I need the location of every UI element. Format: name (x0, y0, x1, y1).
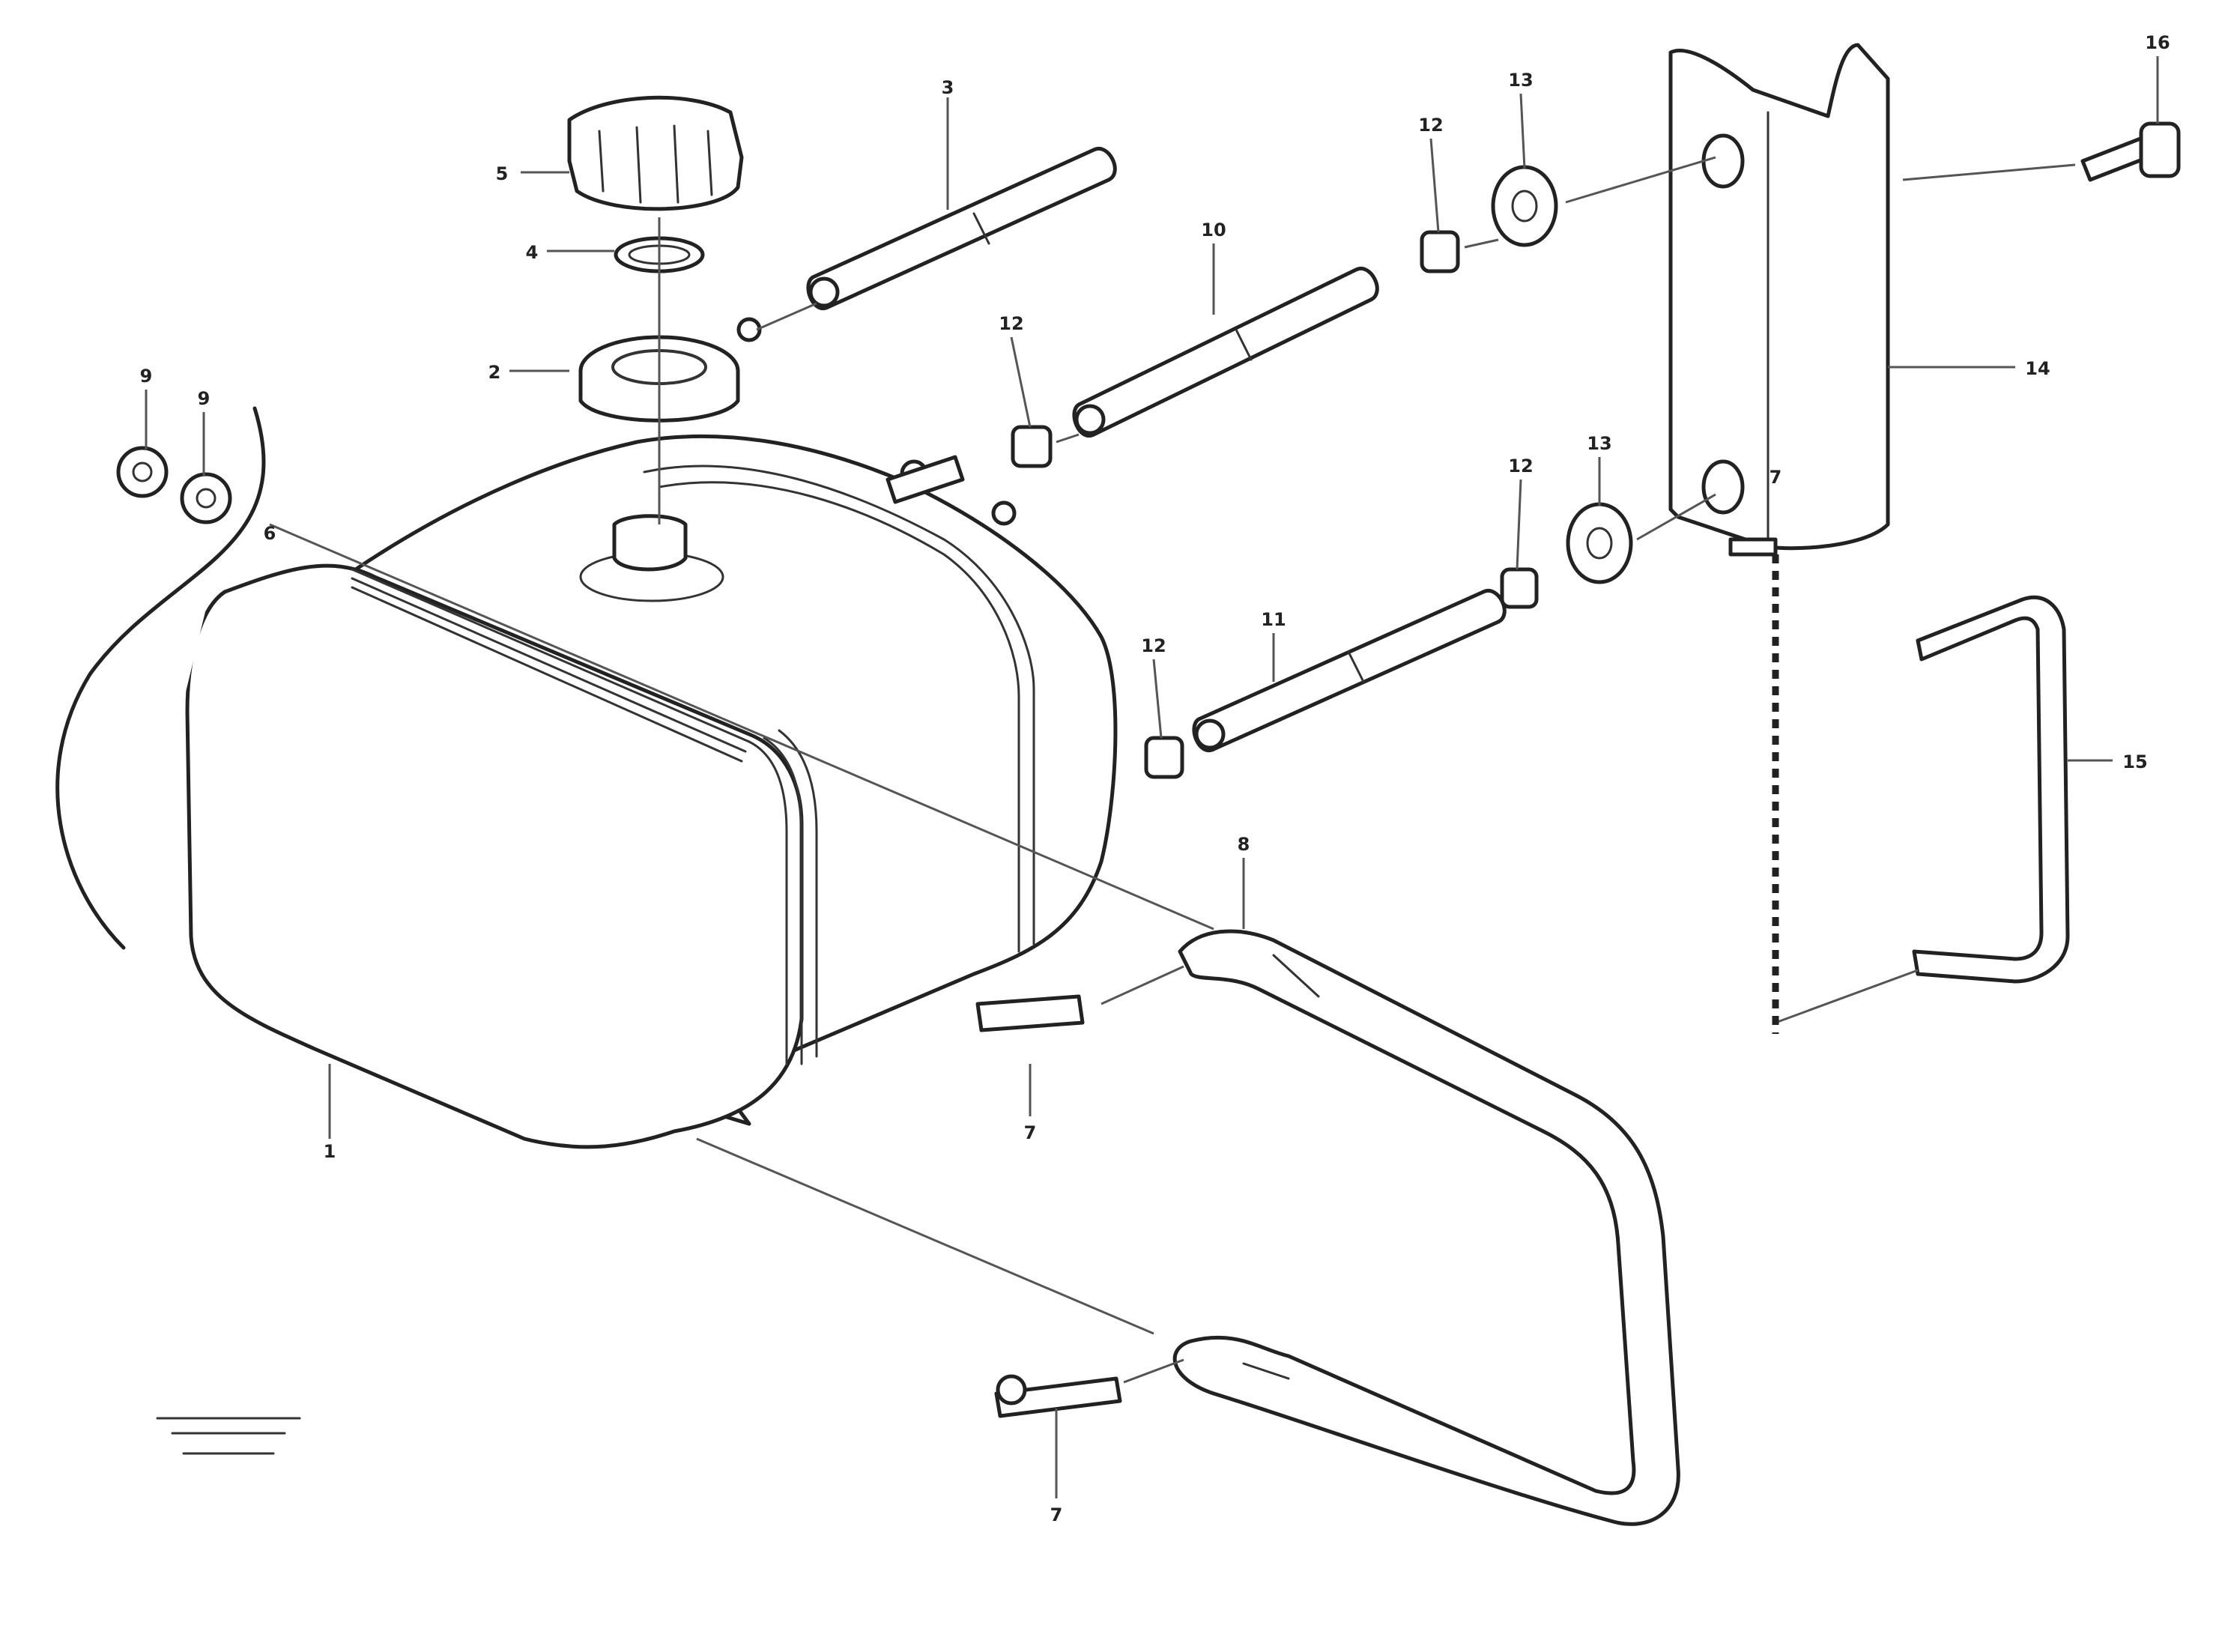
rubber-bushing (1491, 165, 1633, 584)
callout-7a: 7 (1024, 1122, 1037, 1143)
callout-4: 4 (526, 242, 539, 263)
bolt (2080, 121, 2181, 182)
callout-10: 10 (1201, 220, 1226, 240)
callout-16: 16 (2145, 32, 2170, 53)
callout-9a: 9 (140, 366, 153, 387)
callout-12a: 12 (999, 313, 1023, 334)
callout-12c: 12 (1141, 635, 1166, 656)
callout-8: 8 (1238, 834, 1250, 855)
u-bolt (1912, 595, 2070, 984)
drawing-reference (156, 1417, 301, 1455)
assembly-guide-lines (269, 156, 2076, 1384)
tank-body (185, 434, 1118, 1149)
callout-13b: 13 (1587, 433, 1611, 454)
nut (116, 446, 232, 524)
tank-fitting (886, 455, 965, 504)
callout-7c: 7 (1770, 467, 1782, 488)
filler-adapter (578, 317, 762, 423)
callout-3: 3 (942, 77, 954, 98)
drain-pipe (55, 406, 266, 950)
filler-cap (567, 95, 744, 211)
callout-13a: 13 (1508, 70, 1533, 91)
hose-clamp (1011, 230, 1539, 779)
callout-11: 11 (1261, 609, 1286, 630)
callout-14: 14 (2025, 358, 2050, 379)
hose-3 (806, 146, 1117, 311)
callout-leaders (145, 56, 2159, 1498)
callout-12b: 12 (1418, 115, 1443, 136)
callout-12d: 12 (1508, 456, 1533, 476)
tank-strap (1172, 929, 1680, 1526)
hose-11 (1192, 588, 1507, 753)
callout-labels: 1 2 3 4 5 6 7 7 7 8 9 9 10 11 12 12 12 1… (140, 32, 2170, 1525)
callout-7b: 7 (1050, 1504, 1063, 1525)
pin (975, 537, 1778, 1418)
hose-10 (1072, 266, 1379, 438)
callout-9b: 9 (198, 388, 211, 409)
callout-2: 2 (488, 362, 501, 383)
callout-1: 1 (324, 1141, 336, 1162)
callout-5: 5 (496, 163, 509, 184)
callout-15: 15 (2122, 751, 2147, 772)
callout-6: 6 (264, 523, 276, 544)
